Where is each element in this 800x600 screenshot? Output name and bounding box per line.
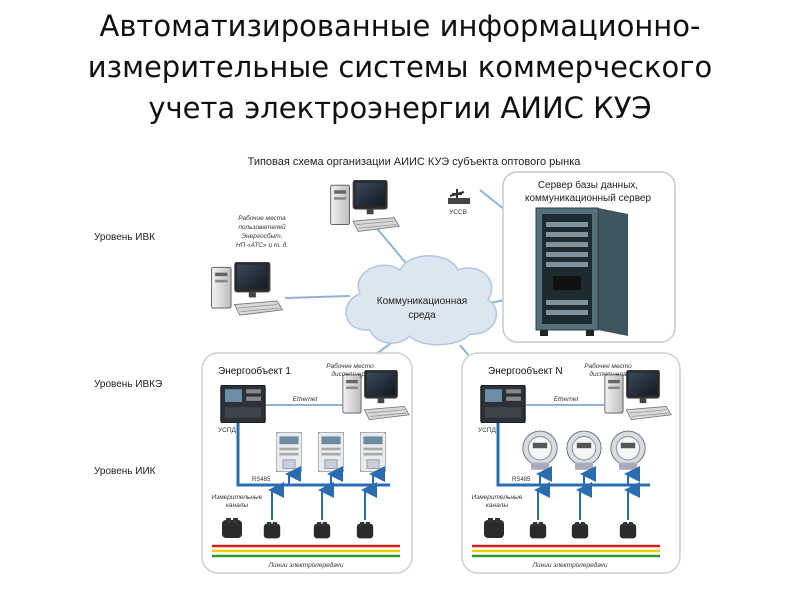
meter-1c-icon xyxy=(360,432,386,472)
ct-nb-icon xyxy=(529,522,547,539)
power-lines-label-1: Линии электропередачи xyxy=(268,561,344,569)
rs485-label-n: RS485 xyxy=(512,477,531,483)
uspd-label-1: УСПД xyxy=(218,427,236,434)
time-sync-label: УССВ xyxy=(449,209,467,216)
server-label-1: Сервер базы данных, xyxy=(538,179,638,191)
uspd-device-icon xyxy=(220,385,266,423)
channels-label-na: Измерительные xyxy=(472,494,523,501)
rs485-label-1: RS485 xyxy=(252,477,271,483)
dispatcher-note-nb: диспетчера xyxy=(589,370,627,378)
energy-object-1-panel: Энергообъект 1 Рабочее место диспетчера … xyxy=(201,352,413,574)
time-sync-device: УССВ xyxy=(448,189,470,216)
slide-title: Автоматизированные информационно- измери… xyxy=(0,6,800,129)
title-line-3: учета электроэнергии АИИС КУЭ xyxy=(148,91,652,125)
power-lines-1 xyxy=(212,544,400,558)
server-panel: Сервер базы данных, коммуникационный сер… xyxy=(502,171,676,343)
rs485-bus-1 xyxy=(236,423,390,487)
energy-object-n-title: Энергообъект N xyxy=(488,365,563,377)
workstations-note-3: Энергосбыт, xyxy=(242,232,283,240)
workstations-note-1: Рабочие места xyxy=(238,214,286,222)
workstation-computer-icon xyxy=(330,180,400,232)
ethernet-label-1: Ethernet xyxy=(293,396,319,403)
workstations-note-4: НП «АТС» и т. д. xyxy=(236,241,289,249)
ct-1b-icon xyxy=(263,522,281,539)
uspd-label-n: УСПД xyxy=(478,427,496,434)
server-label-2: коммуникационный сервер xyxy=(525,193,652,204)
server-rack-icon xyxy=(535,207,628,336)
sync-receiver-icon xyxy=(448,198,470,204)
level-ivke-label: Уровень ИВКЭ xyxy=(94,379,162,390)
channels-label-1b: каналы xyxy=(226,502,248,509)
title-line-2: измерительные системы коммерческого xyxy=(87,50,713,84)
dispatcher-note-1a: Рабочее место xyxy=(326,362,374,370)
rs485-bus-n xyxy=(496,423,650,487)
energy-object-1-title: Энергообъект 1 xyxy=(218,365,291,377)
dispatcher-note-na: Рабочее место xyxy=(584,362,632,370)
satellite-icon xyxy=(449,189,465,199)
ct-nc-icon xyxy=(571,522,589,539)
meter-1a-icon xyxy=(276,432,302,472)
workstations-note-2: пользователей xyxy=(238,223,286,231)
ct-1c-icon xyxy=(313,522,331,539)
title-line-1: Автоматизированные информационно- xyxy=(99,9,701,43)
uspd-device-n-icon xyxy=(480,385,526,423)
energy-object-n-panel: Энергообъект N Рабочее место диспетчера … xyxy=(461,352,681,574)
power-lines-label-n: Линии электропередачи xyxy=(532,561,608,569)
diagram-caption: Типовая схема организации АИИС КУЭ субъе… xyxy=(248,156,582,168)
ct-na-icon xyxy=(484,518,504,538)
ethernet-label-n: Ethernet xyxy=(554,396,580,403)
dispatcher-note-1b: диспетчера xyxy=(331,370,369,378)
ct-1a-icon xyxy=(222,518,242,538)
channels-label-nb: каналы xyxy=(486,502,508,509)
user-computer-icon xyxy=(211,262,283,316)
ct-nd-icon xyxy=(619,522,637,539)
ct-1d-icon xyxy=(356,522,374,539)
channels-label-1a: Измерительные xyxy=(212,494,263,501)
level-ivk-label: Уровень ИВК xyxy=(94,232,155,243)
cloud-label-1: Коммуникационная xyxy=(377,296,467,307)
power-lines-n xyxy=(472,544,660,558)
level-iik-label: Уровень ИИК xyxy=(94,466,156,477)
cloud-label-2: среда xyxy=(408,310,436,321)
communication-cloud: Коммуникационная среда xyxy=(345,255,498,346)
meter-1b-icon xyxy=(318,432,344,472)
